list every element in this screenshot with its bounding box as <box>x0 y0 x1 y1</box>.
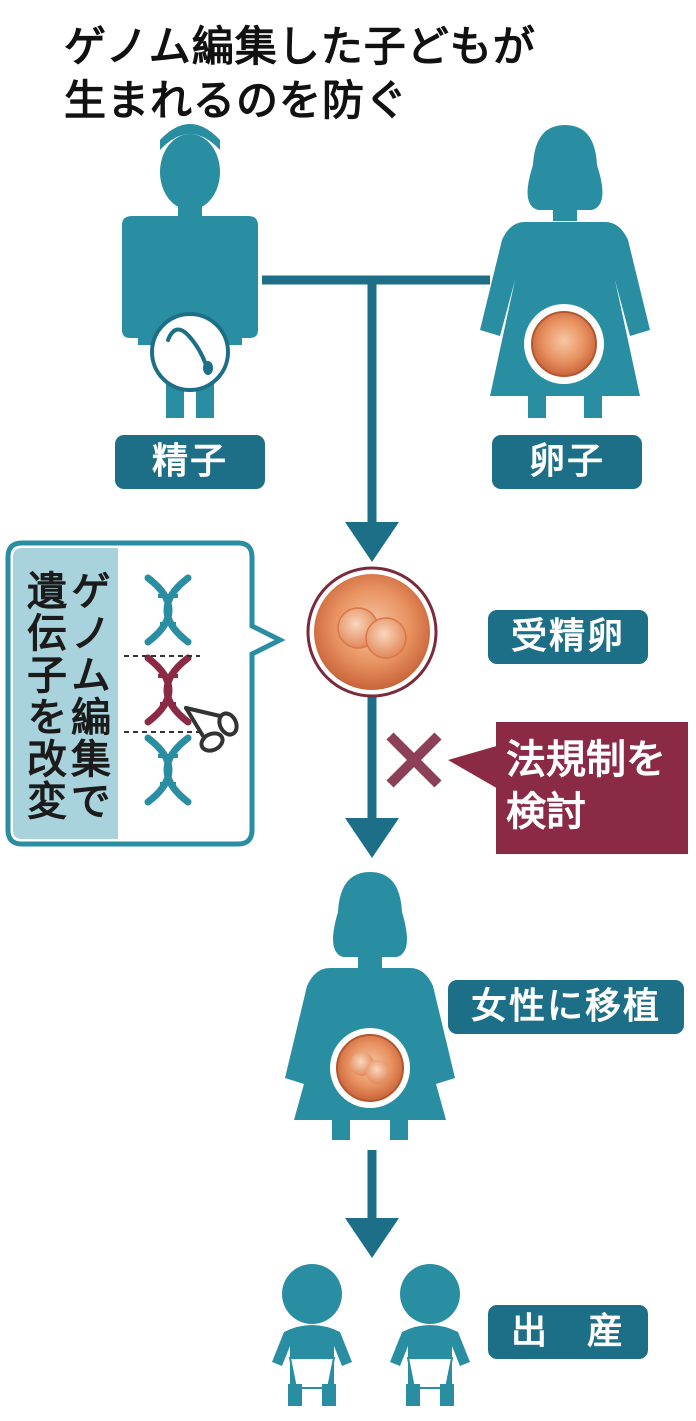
label-birth: 出 産 <box>488 1305 648 1359</box>
fertilized-egg-icon <box>306 566 438 698</box>
law-box <box>448 722 688 854</box>
sperm-icon <box>150 312 230 392</box>
connector-lines <box>262 275 490 1225</box>
law-text: 法規制を 検討 <box>496 722 688 854</box>
cross-icon <box>386 732 442 788</box>
label-fertilized-egg: 受精卵 <box>488 610 648 664</box>
callout-text-edit: ゲノム編集で <box>64 570 110 822</box>
title-line-2: 生まれるのを防ぐ <box>64 76 409 125</box>
law-text-line-1: 法規制を <box>506 737 666 783</box>
callout-bubble <box>5 540 286 847</box>
scissors-icon <box>184 706 239 753</box>
baby-icon-right <box>390 1264 470 1406</box>
title: ゲノム編集した子どもが 生まれるのを防ぐ <box>64 20 536 128</box>
egg-icon <box>524 304 604 384</box>
callout-text-modify: 遺伝子を改変 <box>20 570 66 822</box>
embryo-icon <box>330 1028 410 1108</box>
dna-icon <box>124 574 200 806</box>
label-transplant: 女性に移植 <box>448 980 684 1034</box>
law-text-line-2: 検討 <box>506 789 586 835</box>
arrow-heads <box>345 522 399 1258</box>
label-egg: 卵子 <box>492 435 642 489</box>
baby-icon-left <box>272 1264 352 1406</box>
title-line-1: ゲノム編集した子どもが <box>64 22 536 71</box>
label-sperm: 精子 <box>115 435 265 489</box>
